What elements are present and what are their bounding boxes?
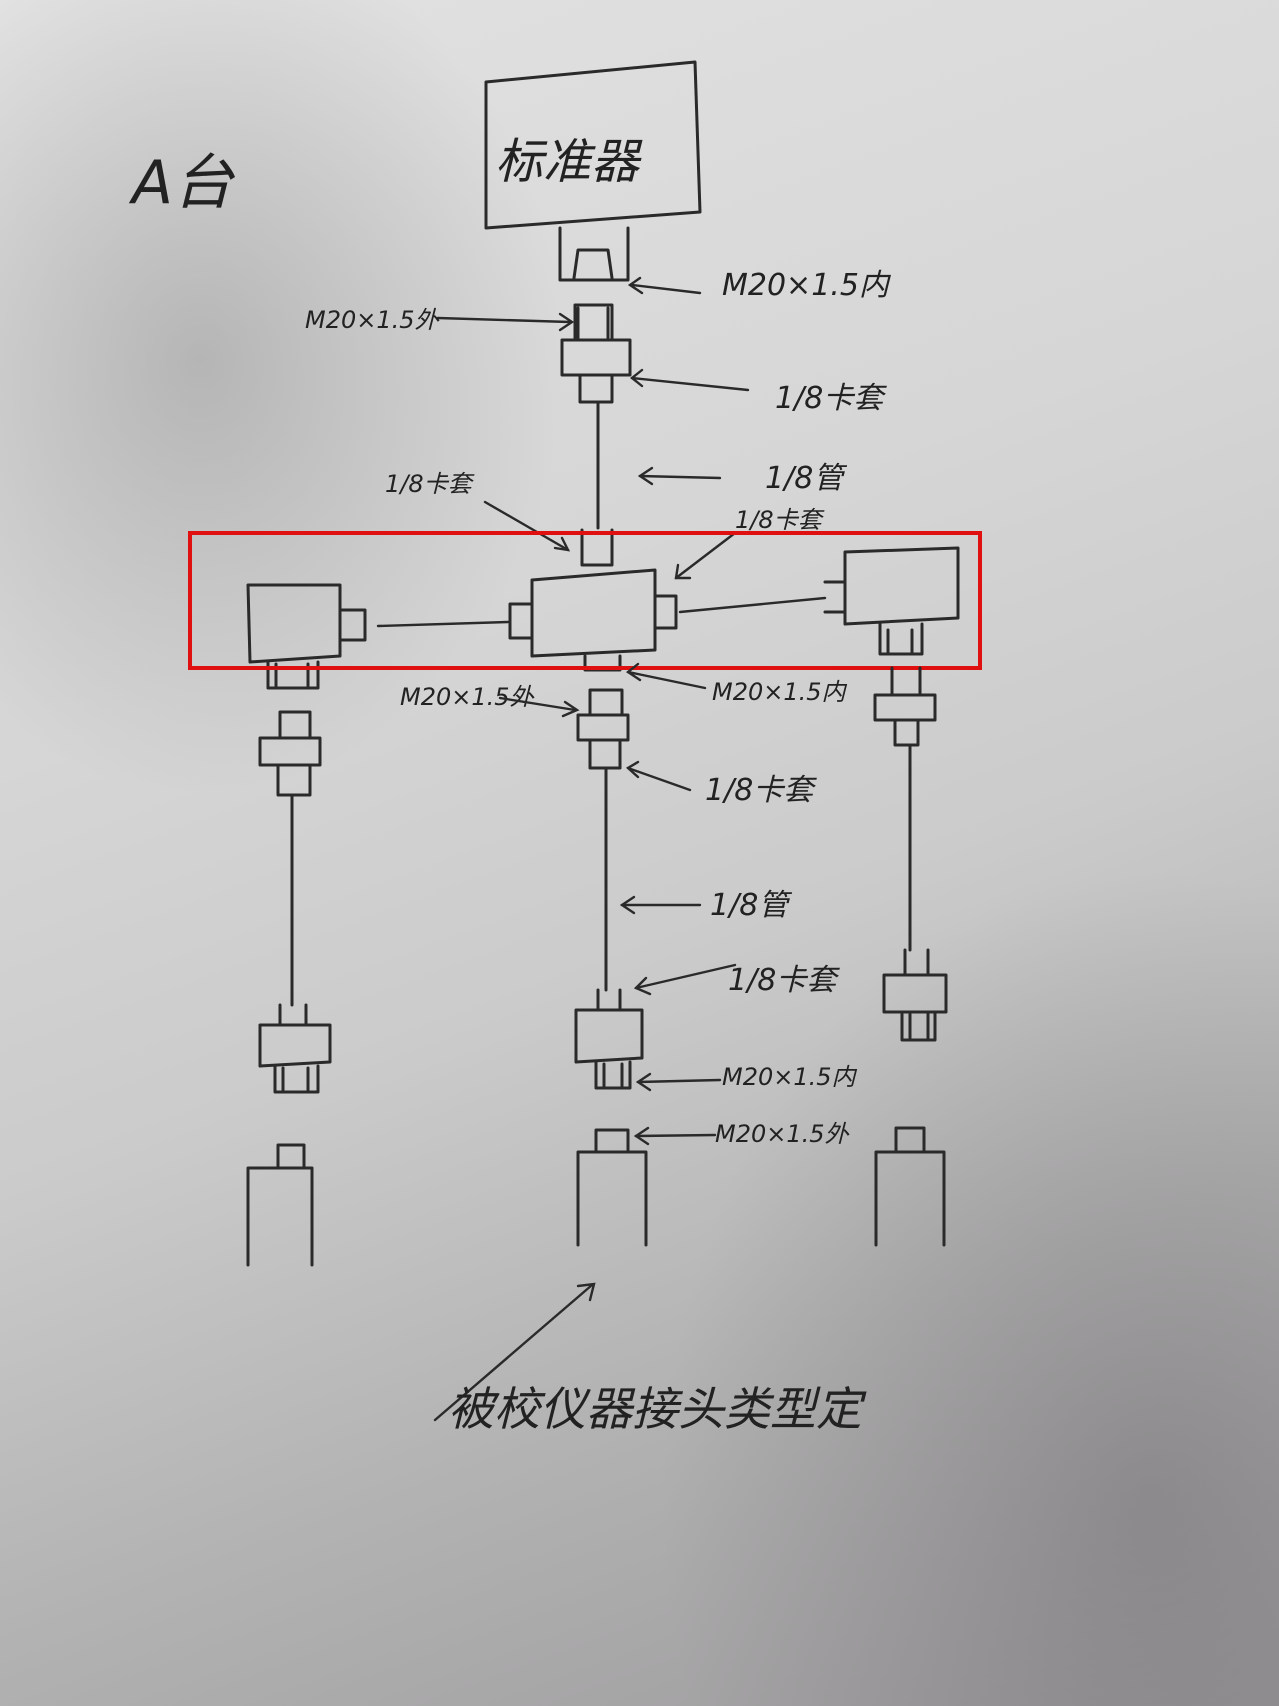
center-lower-chain: [574, 688, 648, 1247]
standard-device-box: [484, 60, 702, 230]
label-ferrule-right: 1/8卡套: [735, 506, 825, 534]
label-m20-outer-top: M20×1.5外: [305, 306, 441, 334]
bottom-arrow: [433, 1282, 596, 1422]
standard-device-label: 标准器: [495, 134, 643, 190]
label-m20-outer-mid: M20×1.5外: [400, 683, 536, 711]
label-ferrule-b: 1/8卡套: [705, 773, 817, 808]
left-side-device: [246, 583, 510, 690]
tee-fitting: [508, 528, 678, 672]
label-pipe-a: 1/8管: [765, 461, 847, 496]
arrows-top: [436, 276, 750, 580]
label-ferrule-a: 1/8卡套: [775, 381, 887, 416]
highlight-box: [188, 531, 982, 670]
label-m20-inner-low: M20×1.5内: [722, 1063, 858, 1091]
right-side-device: [678, 546, 960, 656]
right-lower-chain: [873, 666, 948, 1247]
label-ferrule-c: 1/8卡套: [728, 963, 840, 998]
label-pipe-b: 1/8管: [710, 888, 792, 923]
label-m20-outer-low: M20×1.5外: [715, 1120, 851, 1148]
bottom-note: 被校仪器接头类型定: [448, 1382, 867, 1436]
left-lower-chain: [246, 710, 332, 1267]
label-ferrule-left: 1/8卡套: [385, 470, 475, 498]
arrows-mid: [498, 662, 737, 1146]
top-fitting: [558, 226, 632, 530]
label-m20-inner-top: M20×1.5内: [722, 268, 892, 303]
stand-label: A台: [128, 148, 236, 218]
label-m20-inner-mid: M20×1.5内: [712, 678, 848, 706]
